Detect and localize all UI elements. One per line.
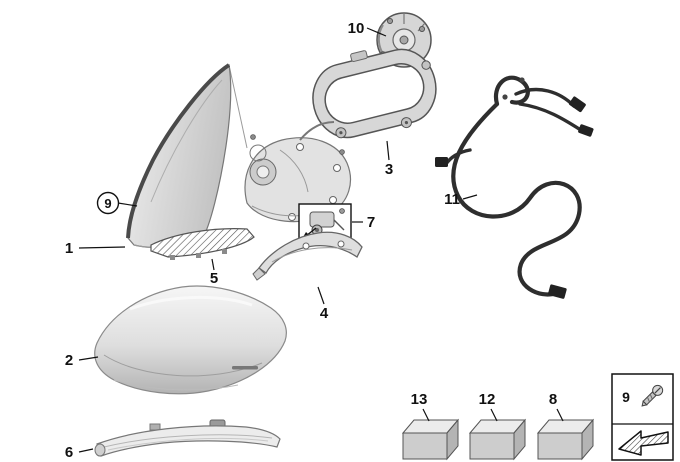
callout-1: 1 (65, 240, 73, 257)
legend-box (611, 373, 674, 461)
screw-icon (641, 384, 664, 407)
callout-2: 2 (65, 352, 73, 369)
fastener-kit-box-13 (401, 418, 460, 461)
mirror-base-foot-part (126, 63, 248, 249)
wiring-harness-part (435, 75, 594, 299)
callout-7: 7 (367, 214, 375, 231)
turn-signal-lamp-part (94, 419, 281, 457)
housing-frame-part (312, 48, 437, 139)
legend-callout-9: 9 (622, 389, 630, 405)
callout-9-circle (96, 191, 120, 215)
fastener-kit-box-12 (468, 418, 527, 461)
base-gasket-part (150, 228, 255, 260)
callout-13: 13 (411, 391, 428, 408)
leader-lines (78, 27, 564, 453)
housing-lower-trim-part (252, 231, 363, 281)
callout-9: 9 (104, 196, 111, 211)
callout-8: 8 (549, 391, 557, 408)
direction-arrow-icon (618, 430, 669, 456)
callout-4: 4 (320, 305, 329, 322)
mirror-bracket-mechanism (244, 121, 352, 231)
callout-10: 10 (348, 20, 365, 37)
callout-11: 11 (444, 191, 460, 208)
callout-12: 12 (479, 391, 496, 408)
callout-6: 6 (65, 444, 73, 461)
callout-5: 5 (210, 270, 218, 287)
callout-3: 3 (385, 161, 393, 178)
mirror-housing-cap-part (94, 285, 287, 395)
fastener-kit-box-8 (536, 418, 595, 461)
